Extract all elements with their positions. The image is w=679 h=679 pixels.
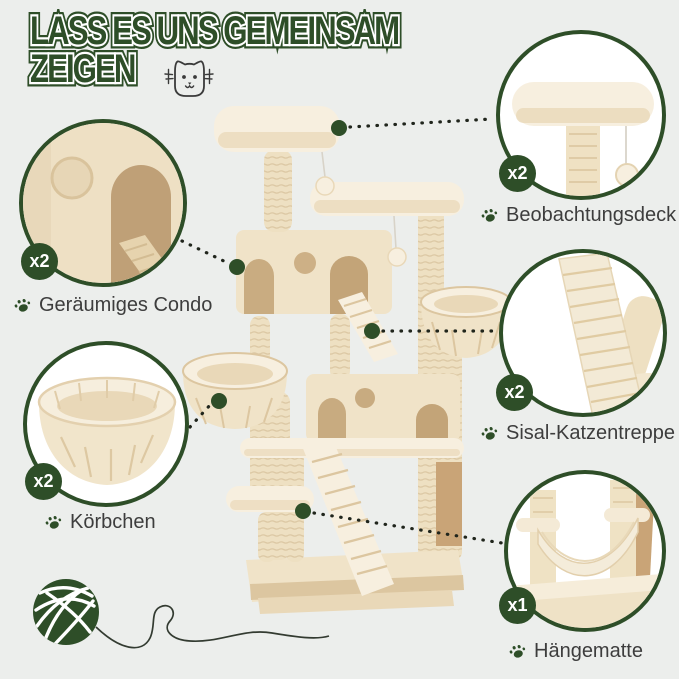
post-under-small-platform	[258, 512, 276, 562]
sisal-katzentreppe-photo	[558, 253, 663, 413]
dotted-connector-beobachtungsdeck	[348, 117, 494, 129]
top-platform	[214, 106, 340, 152]
paw-icon	[508, 643, 527, 660]
squiggle-line	[95, 604, 330, 649]
koerbchen-photo	[37, 376, 177, 485]
dotted-connector-koerbchen	[188, 402, 213, 429]
callout-circle-sisal	[499, 249, 667, 417]
base-edge	[250, 575, 464, 600]
count-badge: x1	[499, 587, 536, 624]
connector-dot	[229, 259, 245, 275]
second-platform	[310, 182, 464, 216]
feature-label-text: Hängematte	[534, 640, 643, 662]
count-badge: x2	[25, 463, 62, 500]
connector-dot	[331, 120, 347, 136]
dotted-connector-haengematte	[312, 511, 504, 545]
cat-face-icon	[164, 60, 214, 97]
lower-condo	[306, 374, 460, 442]
scratch-board	[436, 462, 462, 546]
connector-dot	[295, 503, 311, 519]
paw-icon	[44, 514, 63, 531]
count-badge: x2	[496, 374, 533, 411]
feature-label-haengematte: Hängematte	[508, 640, 643, 663]
beobachtungsdeck-photo	[512, 82, 654, 196]
top-post	[264, 150, 292, 232]
paw-icon	[480, 425, 499, 442]
paw-icon	[13, 297, 32, 314]
connector-dot	[211, 393, 227, 409]
feature-label-koerbchen: Körbchen	[44, 511, 156, 534]
lower-ramp	[302, 438, 394, 596]
feature-label-condo: Geräumiges Condo	[13, 294, 212, 317]
pompom-toys	[315, 151, 407, 267]
count-badge: x2	[499, 155, 536, 192]
feature-label-beobachtungsdeck: Beobachtungsdeck	[480, 204, 676, 227]
title-line-2: ZEIGEN ZEIGEN ZEIGEN	[26, 45, 139, 94]
count-badge: x2	[21, 243, 58, 280]
feature-label-text: Geräumiges Condo	[39, 294, 213, 316]
page-title: LASS ES UNS GEMEINSAM LASS ES UNS GEMEIN…	[26, 7, 502, 97]
haengematte-photo	[508, 480, 662, 628]
feature-label-text: Beobachtungsdeck	[506, 204, 677, 226]
feature-label-sisal: Sisal-Katzentreppe	[480, 422, 675, 445]
dotted-connector-condo	[180, 239, 230, 265]
left-basket	[182, 352, 288, 429]
post-center	[330, 314, 350, 380]
callout-circle-haengematte	[504, 470, 666, 632]
connector-dot	[364, 323, 380, 339]
title-line-1: LASS ES UNS GEMEINSAM LASS ES UNS GEMEIN…	[26, 7, 403, 56]
small-platform-shadow	[230, 500, 310, 510]
callout-circle-koerbchen	[23, 341, 189, 507]
shelf-shadow	[244, 449, 460, 456]
feature-label-text: Körbchen	[70, 511, 156, 533]
paw-icon	[480, 207, 499, 224]
base-mat	[258, 590, 454, 614]
yarn-ball-icon	[33, 579, 99, 645]
feature-label-text: Sisal-Katzentreppe	[506, 422, 675, 444]
